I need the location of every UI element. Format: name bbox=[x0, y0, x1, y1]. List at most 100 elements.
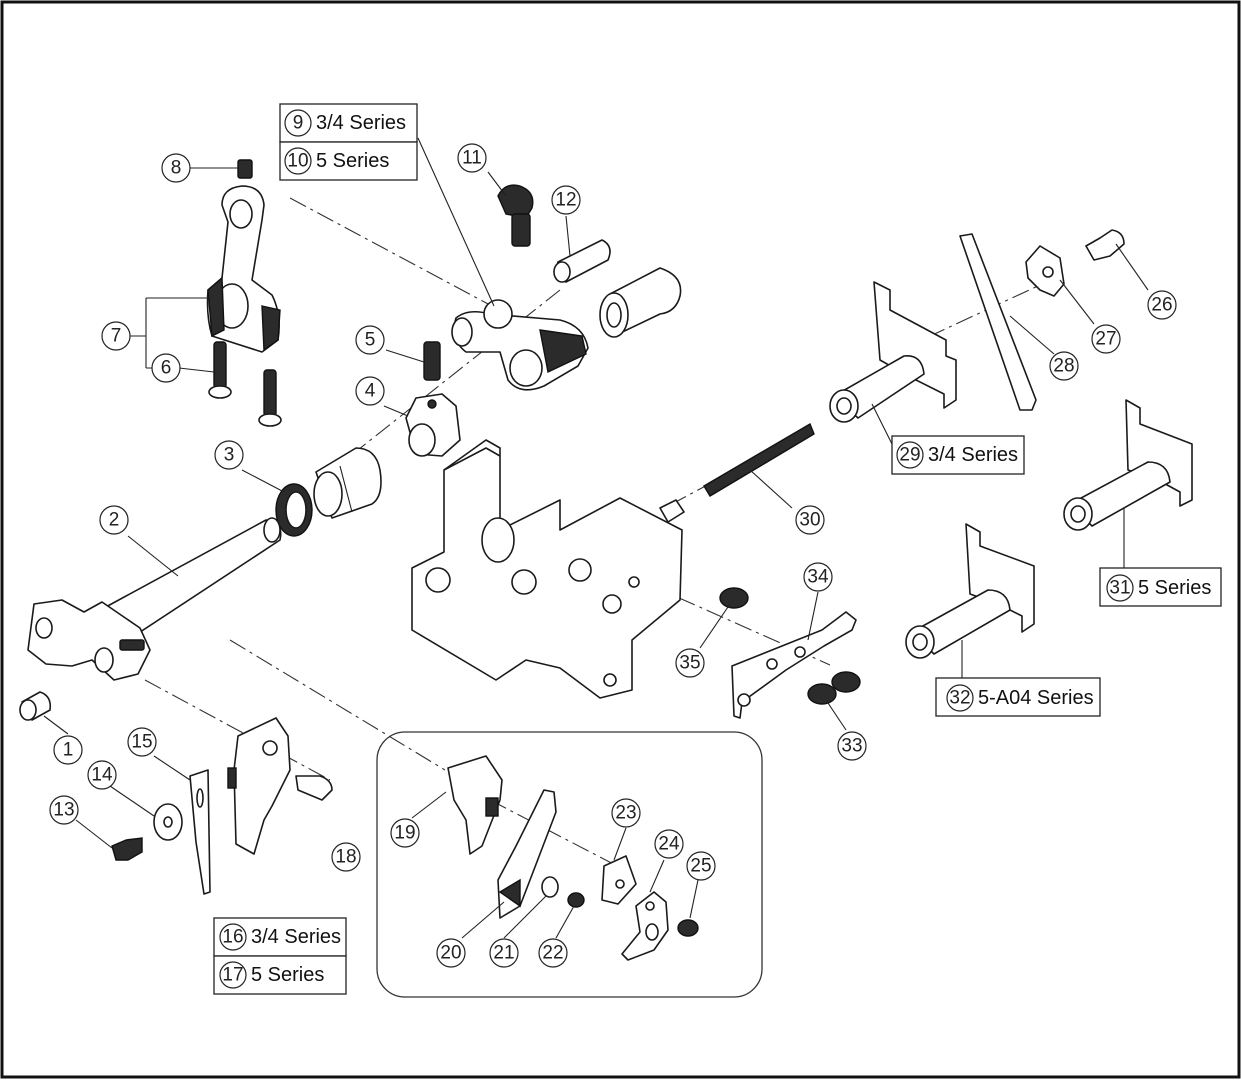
callout-circle bbox=[436, 938, 466, 968]
callout-number: 18 bbox=[335, 847, 356, 868]
series-label-text: 3/4 Series bbox=[928, 444, 1018, 466]
callout-part-28: 28 bbox=[1049, 351, 1079, 381]
part-3-washer bbox=[275, 483, 313, 537]
callout-part-5: 5 bbox=[355, 325, 385, 355]
callout-circle bbox=[53, 735, 83, 765]
callout-number: 20 bbox=[440, 943, 461, 964]
series-label-text: 3/4 Series bbox=[251, 926, 341, 948]
callout-part-24: 24 bbox=[654, 829, 684, 859]
callout-number: 19 bbox=[394, 823, 415, 844]
callout-circle bbox=[538, 938, 568, 968]
callout-circle bbox=[1147, 290, 1177, 320]
variant-label-10: 10 5 Series bbox=[284, 147, 389, 175]
callout-circle bbox=[390, 818, 420, 848]
callout-part-1: 1 bbox=[53, 735, 83, 765]
callout-circle bbox=[551, 185, 581, 215]
callout-circle bbox=[355, 376, 385, 406]
callout-part-23: 23 bbox=[611, 798, 641, 828]
callout-part-20: 20 bbox=[436, 938, 466, 968]
part-9-10-crank-arm bbox=[451, 299, 589, 391]
callout-circle bbox=[99, 505, 129, 535]
callout-number: 13 bbox=[53, 800, 74, 821]
callout-number: 1 bbox=[63, 740, 74, 761]
callout-circle bbox=[151, 353, 181, 383]
callout-number: 3 bbox=[224, 445, 235, 466]
part-28-plate bbox=[959, 233, 1037, 411]
callout-part-34: 34 bbox=[803, 562, 833, 592]
sub-assembly-group-box bbox=[376, 731, 763, 998]
callout-number: 27 bbox=[1095, 329, 1116, 350]
part-8-set-screw bbox=[237, 159, 253, 179]
callout-number: 31 bbox=[1109, 578, 1130, 599]
part-34-bracket bbox=[731, 611, 857, 719]
part-21-washer bbox=[541, 876, 559, 898]
callout-circle bbox=[214, 440, 244, 470]
part-6-bolts bbox=[208, 341, 282, 427]
callout-number: 8 bbox=[171, 158, 182, 179]
part-20-knife bbox=[497, 789, 557, 919]
callout-circle bbox=[219, 923, 247, 951]
callout-number: 33 bbox=[841, 736, 862, 757]
coupling-sleeve bbox=[313, 447, 382, 519]
callout-number: 26 bbox=[1151, 295, 1172, 316]
part-22-screw bbox=[567, 892, 585, 908]
callout-circle bbox=[654, 829, 684, 859]
part-29-slider bbox=[829, 281, 957, 423]
callout-circle bbox=[127, 727, 157, 757]
series-label-text: 5 Series bbox=[316, 150, 389, 172]
part-5-set-screw bbox=[423, 341, 441, 381]
callout-number: 25 bbox=[690, 856, 711, 877]
callout-circle bbox=[49, 795, 79, 825]
callout-number: 5 bbox=[365, 330, 376, 351]
callout-part-26: 26 bbox=[1147, 290, 1177, 320]
callout-number: 32 bbox=[949, 688, 970, 709]
callout-circle bbox=[946, 684, 974, 712]
callout-circle bbox=[101, 321, 131, 351]
part-23-block bbox=[601, 855, 637, 905]
callout-number: 12 bbox=[555, 190, 576, 211]
callout-circle bbox=[489, 938, 519, 968]
callout-number: 16 bbox=[222, 927, 243, 948]
callout-number: 21 bbox=[493, 943, 514, 964]
callout-circle bbox=[284, 109, 312, 137]
leader-lines bbox=[43, 137, 1149, 939]
callout-number: 24 bbox=[658, 834, 680, 855]
callout-circle bbox=[675, 648, 705, 678]
callout-part-14: 14 bbox=[87, 760, 117, 790]
callout-number: 10 bbox=[287, 151, 308, 172]
callout-number: 15 bbox=[131, 732, 152, 753]
part-13-screw bbox=[111, 837, 143, 861]
series-label-text: 5-A04 Series bbox=[978, 687, 1094, 709]
part-1-small-pin bbox=[19, 691, 52, 721]
part-14-washer bbox=[153, 803, 183, 841]
callout-circle bbox=[1091, 324, 1121, 354]
callout-part-25: 25 bbox=[686, 851, 716, 881]
callout-part-2: 2 bbox=[99, 505, 129, 535]
main-frame-block bbox=[411, 439, 685, 699]
callout-part-30: 30 bbox=[795, 505, 825, 535]
callout-circle bbox=[1049, 351, 1079, 381]
callout-number: 17 bbox=[222, 965, 243, 986]
callout-part-11: 11 bbox=[457, 143, 487, 173]
part-24-bracket bbox=[621, 891, 669, 961]
callout-part-18: 18 bbox=[331, 842, 361, 872]
callout-part-33: 33 bbox=[837, 731, 867, 761]
callout-part-8: 8 bbox=[161, 153, 191, 183]
callout-circle bbox=[161, 153, 191, 183]
callout-part-3: 3 bbox=[214, 440, 244, 470]
callout-number: 28 bbox=[1053, 356, 1074, 377]
callout-circle bbox=[331, 842, 361, 872]
part-12-pin bbox=[553, 239, 611, 283]
callout-circle bbox=[219, 961, 247, 989]
part-31-slider bbox=[1063, 399, 1193, 531]
variant-label-32: 32 5-A04 Series bbox=[946, 684, 1094, 712]
callout-number: 6 bbox=[161, 358, 172, 379]
callout-circle bbox=[1106, 574, 1134, 602]
callout-circle bbox=[284, 147, 312, 175]
